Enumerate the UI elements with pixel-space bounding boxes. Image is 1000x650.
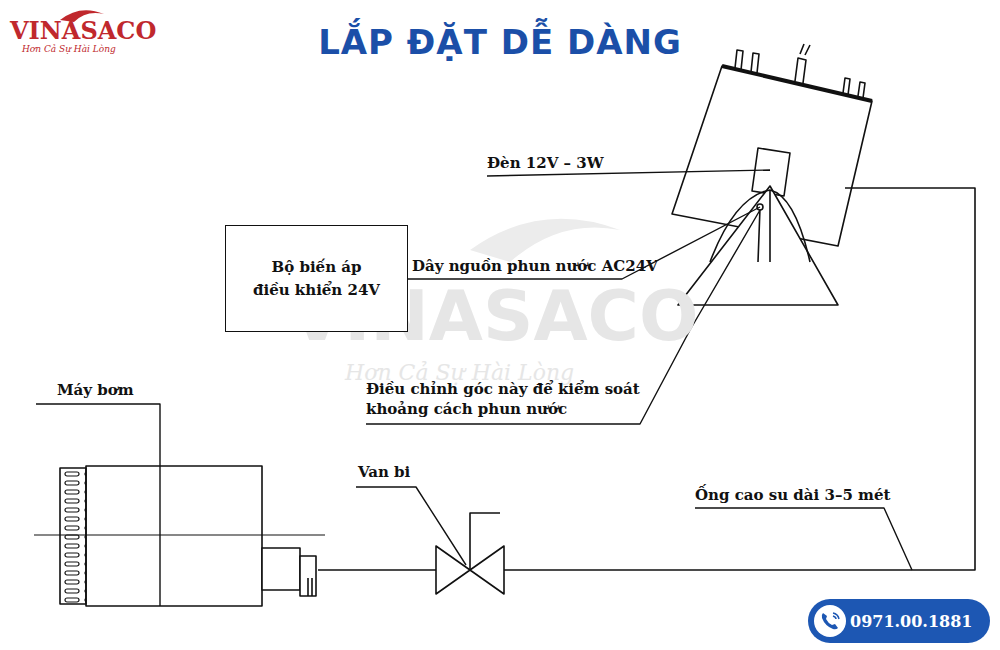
hose-label: Ống cao su dài 3–5 mét bbox=[695, 485, 890, 505]
leader-line bbox=[695, 508, 912, 570]
transformer-box: Bộ biến áp điều khiển 24V bbox=[225, 225, 408, 332]
logo-tagline: Hơn Cả Sự Hài Lòng bbox=[22, 44, 116, 54]
leader-line bbox=[356, 487, 466, 565]
phone-badge: 0971.00.1881 bbox=[808, 599, 990, 643]
leader-line bbox=[36, 404, 160, 606]
node-text: 0971.00.1881 bbox=[850, 612, 972, 631]
mount-bracket bbox=[678, 186, 838, 305]
pump-body bbox=[86, 466, 262, 606]
watermark-swoosh bbox=[470, 219, 620, 262]
valve-label: Van bi bbox=[358, 462, 410, 482]
rubber-hose bbox=[318, 188, 975, 570]
pump-centerline bbox=[34, 534, 325, 535]
pump-label: Máy bơm bbox=[57, 380, 134, 400]
pump-nozzle bbox=[300, 556, 316, 596]
pump-fins bbox=[60, 468, 86, 604]
phone-icon bbox=[813, 604, 847, 638]
wire-label: Dây nguồn phun nước AC24V bbox=[412, 256, 658, 276]
valve-stem bbox=[470, 513, 500, 570]
pump-nozzle-ring bbox=[308, 578, 312, 596]
logo-text: VINASACO bbox=[10, 16, 156, 45]
lamp-label: Đèn 12V – 3W bbox=[487, 153, 604, 173]
node-text: Bộ biến áp điều khiển 24V bbox=[237, 256, 397, 301]
angle-note: Điều chỉnh góc này để kiểm soát khoảng c… bbox=[366, 379, 651, 420]
pump-outlet bbox=[262, 548, 300, 590]
nozzle-pins bbox=[735, 44, 865, 98]
power-wire bbox=[408, 207, 760, 279]
pivot-stem bbox=[758, 190, 770, 262]
